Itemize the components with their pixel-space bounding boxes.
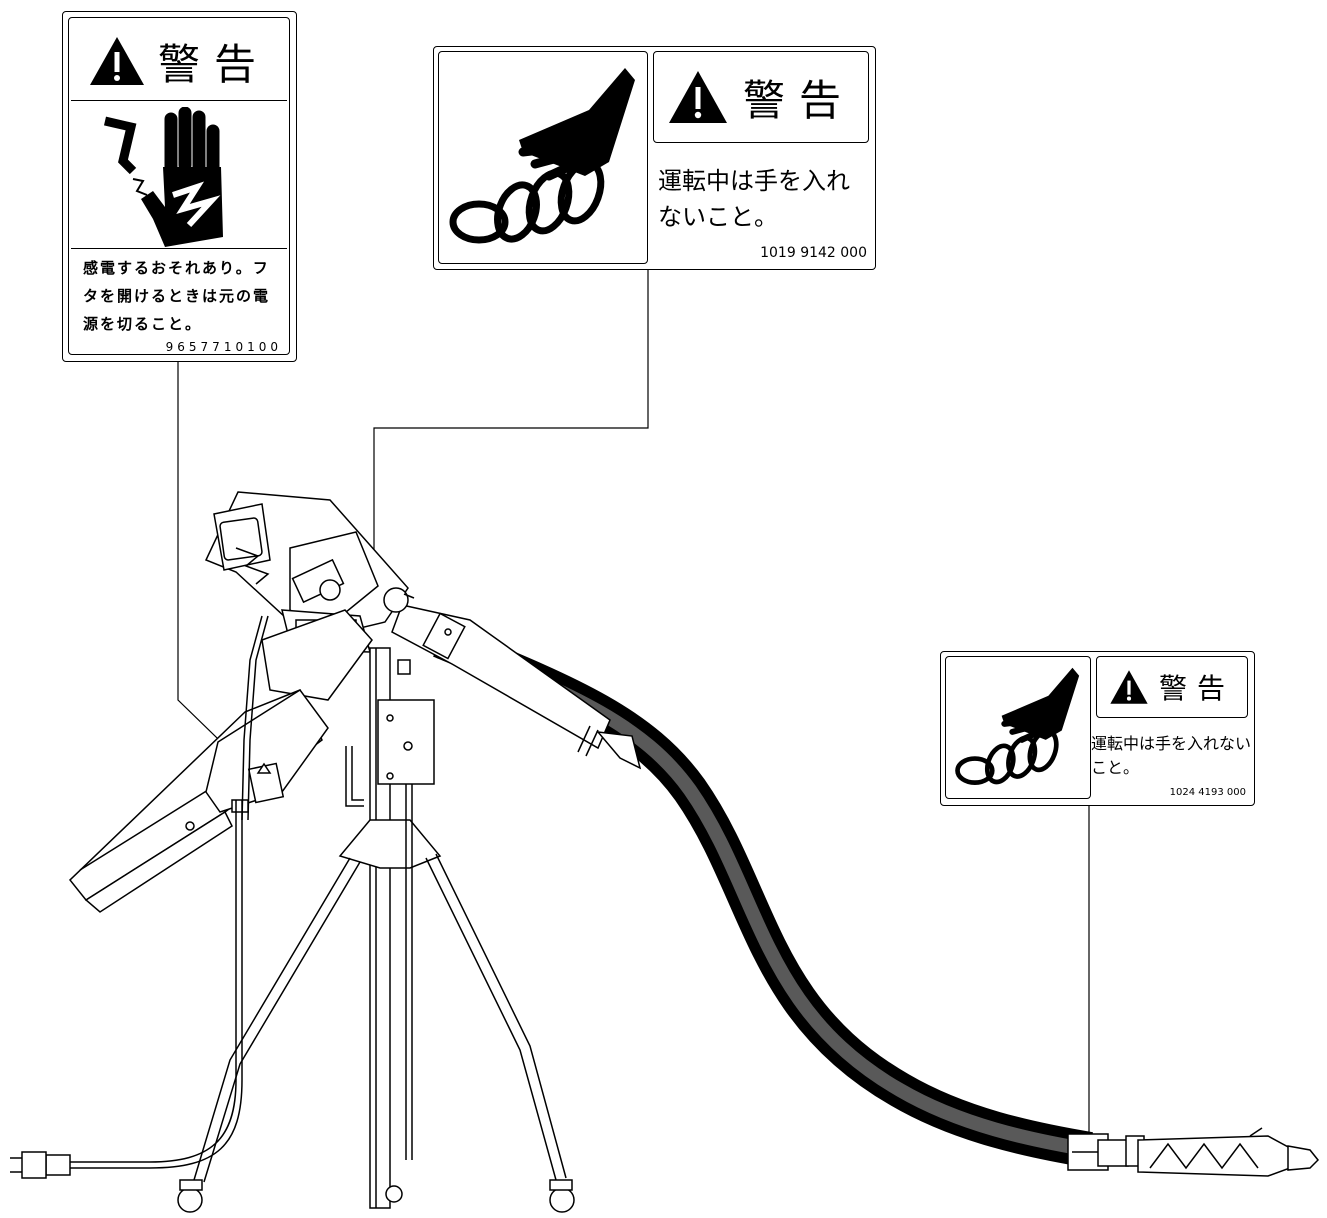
part-number: 1019 9142 000 xyxy=(760,245,867,261)
warning-triangle-icon xyxy=(668,71,727,123)
motor-head xyxy=(204,491,415,701)
warning-title: 警告 xyxy=(1158,672,1235,705)
warning-header: 警告 xyxy=(653,51,869,143)
hand-in-auger-icon xyxy=(449,68,635,244)
warning-label-auger-large: 警告 運転中は手を入れないこと。 1019 9142 000 xyxy=(433,46,876,270)
inlet-tube xyxy=(391,604,642,770)
warning-label-auger-small: 警告 運転中は手を入れないこと。 1024 4193 000 xyxy=(940,651,1255,806)
pictogram-frame xyxy=(438,51,648,264)
hand-in-auger-icon xyxy=(955,667,1080,785)
tripod-stand xyxy=(177,647,575,1213)
warning-header: 警告 xyxy=(71,22,287,101)
warning-header: 警告 xyxy=(1096,656,1248,718)
warning-triangle-icon xyxy=(89,37,144,85)
warning-label-electric: 警告 感電するおそれあり。フタを開けるときは元の電源を切ること。 9657710… xyxy=(62,11,297,362)
auger-nozzle xyxy=(1067,1127,1320,1177)
part-number: 1024 4193 000 xyxy=(1169,787,1246,798)
leader-auger-large xyxy=(373,270,649,575)
pictogram-frame xyxy=(945,656,1091,799)
part-number: 9657710100 xyxy=(165,340,282,354)
electric-shock-hand-icon xyxy=(103,107,223,247)
warning-title: 警告 xyxy=(157,39,270,89)
warning-title: 警告 xyxy=(742,75,855,125)
warning-text: 運転中は手を入れないこと。 xyxy=(658,167,850,231)
warning-text: 感電するおそれあり。フタを開けるときは元の電源を切ること。 xyxy=(83,259,271,333)
divider xyxy=(71,248,287,249)
hopper-chute xyxy=(68,615,329,913)
warning-text: 運転中は手を入れないこと。 xyxy=(1091,734,1252,777)
warning-triangle-icon xyxy=(1110,670,1148,704)
